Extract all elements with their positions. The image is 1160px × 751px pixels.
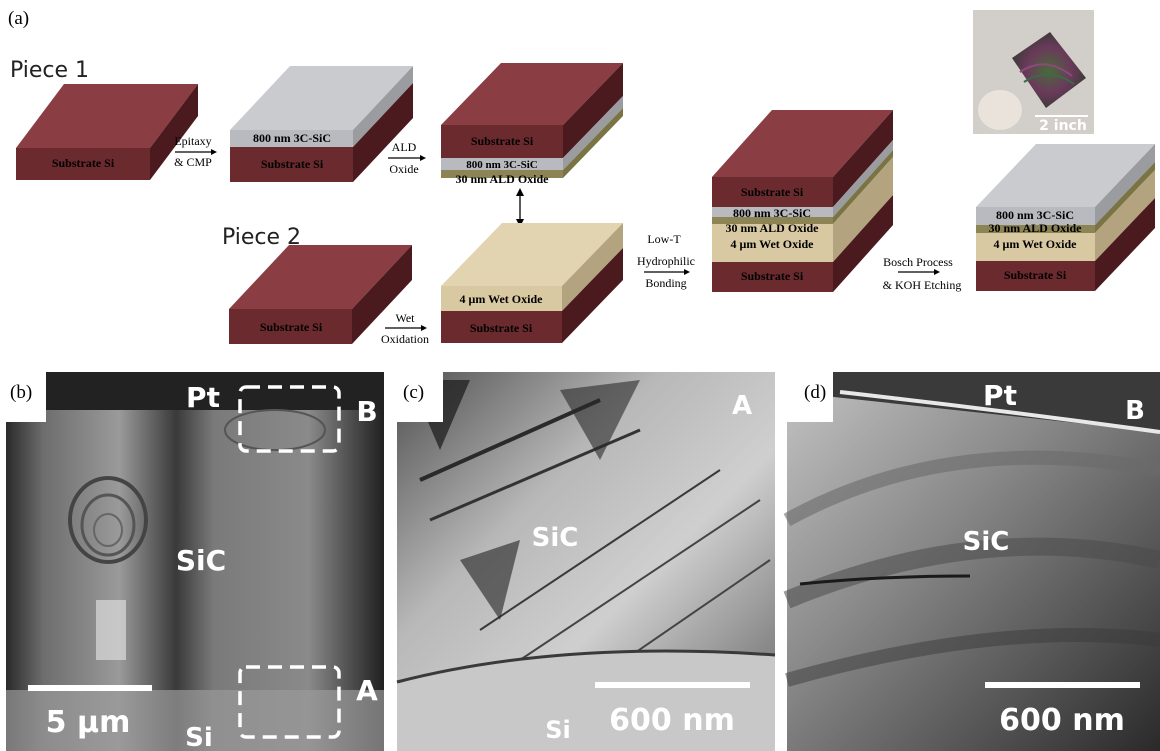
layer-label: 30 nm ALD Oxide: [725, 221, 819, 235]
step-bosch-koh: Bosch Process & KOH Etching: [883, 255, 962, 292]
step-label: Oxide: [389, 162, 418, 176]
step-label: Hydrophilic: [637, 254, 695, 268]
wafer-photo: 2 inch: [973, 10, 1094, 134]
block-substrate-si-1: Substrate Si: [16, 84, 198, 180]
layer-label: Substrate Si: [52, 156, 115, 170]
layer-label: Substrate Si: [1004, 268, 1067, 282]
label-region-a-c: A: [732, 391, 752, 421]
label-sic-d: SiC: [963, 527, 1010, 557]
layer-label: 4 μm Wet Oxide: [460, 292, 544, 306]
label-region-b-d: B: [1125, 396, 1145, 426]
tem-panel-b: (b) Pt SiC Si B A 5 μm: [0, 372, 384, 751]
step-label: Oxidation: [381, 332, 429, 346]
step-label: & KOH Etching: [883, 278, 962, 292]
layer-label: Substrate Si: [260, 320, 323, 334]
panel-label-a: (a): [8, 8, 29, 29]
label-bg-d: [787, 372, 833, 422]
layer-label: 30 nm ALD Oxide: [455, 172, 549, 186]
block-substrate-si-2: Substrate Si: [229, 245, 412, 344]
label-sic-b: SiC: [176, 544, 226, 577]
photo-scale-label: 2 inch: [1039, 118, 1087, 134]
tem-panel-c: (c) A SiC Si 600 nm: [396, 372, 776, 751]
step-label: Bonding: [645, 276, 686, 290]
piece1-label: Piece 1: [10, 58, 89, 83]
step-label: Bosch Process: [883, 255, 953, 269]
layer-label: Substrate Si: [261, 157, 324, 171]
wafer-sample: [1012, 32, 1086, 108]
step-label: ALD: [392, 140, 417, 154]
step-wet-oxidation: Wet Oxidation: [381, 311, 429, 346]
block-sic-on-si: 800 nm 3C-SiC Substrate Si: [230, 66, 413, 182]
si-region-c: [397, 651, 775, 751]
step-label: Wet: [395, 311, 415, 325]
scale-label-d: 600 nm: [999, 703, 1125, 738]
layer-label: 4 μm Wet Oxide: [731, 237, 815, 251]
bonding-double-arrow: [516, 188, 524, 227]
block-flipped-stack: Substrate Si 800 nm 3C-SiC 30 nm ALD Oxi…: [441, 63, 623, 186]
step-label: Low-T: [647, 232, 681, 246]
region-box-a: [238, 665, 341, 739]
scale-label-c: 600 nm: [609, 703, 735, 738]
tem-image-d: [787, 372, 1160, 751]
block-bonded-stack: Substrate Si 800 nm 3C-SiC 30 nm ALD Oxi…: [712, 110, 893, 292]
panel-label-b: (b): [10, 382, 32, 403]
layer-label: Substrate Si: [471, 134, 534, 148]
layer-label: 800 nm 3C-SiC: [733, 206, 811, 220]
label-si-c: Si: [545, 716, 571, 744]
label-bg-b: [0, 372, 46, 422]
panel-label-c: (c): [403, 382, 424, 403]
label-sic-c: SiC: [532, 523, 579, 553]
layer-label: Substrate Si: [741, 269, 804, 283]
layer-label: 800 nm 3C-SiC: [996, 208, 1074, 222]
pt-layer-d: [787, 372, 1160, 432]
label-bg-c: [397, 372, 443, 422]
layer-label: Substrate Si: [741, 185, 804, 199]
block-final-stack: 800 nm 3C-SiC 30 nm ALD Oxide 4 μm Wet O…: [976, 144, 1155, 291]
step-label: Epitaxy: [174, 134, 211, 148]
layer-label: Substrate Si: [470, 321, 533, 335]
hand-shape: [978, 90, 1022, 130]
step-epitaxy-cmp: Epitaxy & CMP: [174, 134, 217, 169]
piece2-label: Piece 2: [222, 225, 301, 250]
scale-label-b: 5 μm: [46, 705, 131, 740]
layer-label: 800 nm 3C-SiC: [253, 131, 331, 145]
layer-label: 30 nm ALD Oxide: [988, 221, 1082, 235]
label-box-a: A: [356, 674, 378, 707]
label-box-b: B: [356, 395, 377, 428]
panel-label-d: (d): [804, 382, 826, 403]
label-pt-d: Pt: [983, 379, 1017, 412]
region-box-b: [238, 385, 341, 453]
tem-panel-d: (d) Pt B SiC 600 nm: [783, 372, 1160, 751]
step-bonding: Low-T Hydrophilic Bonding: [637, 232, 695, 290]
step-ald-oxide: ALD Oxide: [388, 140, 426, 176]
layer-label: 4 μm Wet Oxide: [994, 237, 1078, 251]
label-pt-b: Pt: [186, 381, 220, 414]
label-si-b: Si: [185, 723, 213, 751]
layer-label: 800 nm 3C-SiC: [466, 159, 538, 171]
step-label: & CMP: [174, 155, 212, 169]
block-wet-oxide-on-si: 4 μm Wet Oxide Substrate Si: [441, 223, 623, 343]
